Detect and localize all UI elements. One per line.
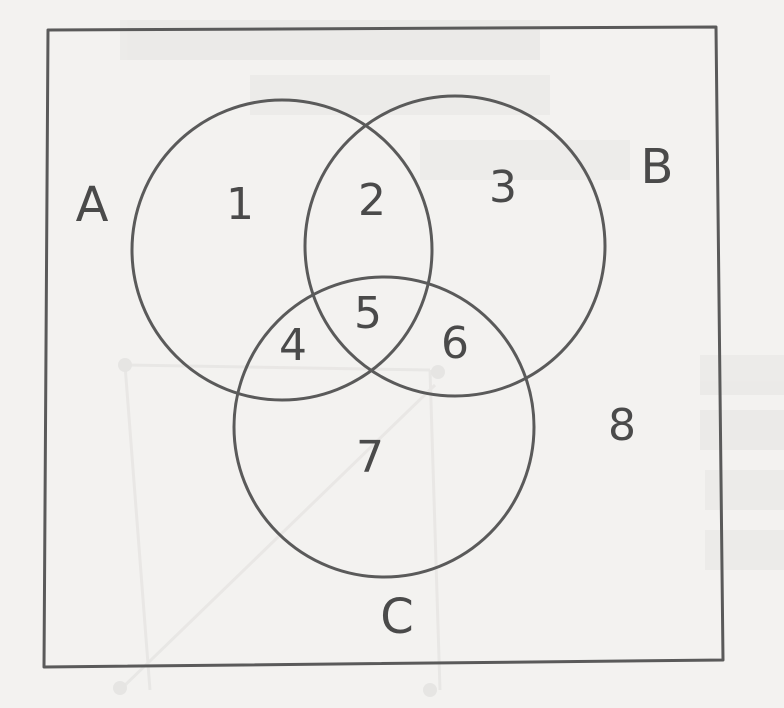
region-8-label: 8 — [608, 400, 636, 451]
set-c-circle — [232, 275, 536, 579]
region-2-label: 2 — [358, 175, 386, 226]
region-6-label: 6 — [441, 318, 469, 369]
set-b-label: B — [641, 139, 674, 195]
set-a-circle — [130, 98, 434, 402]
region-3-label: 3 — [489, 162, 517, 213]
region-4-label: 4 — [279, 320, 307, 371]
region-5-label: 5 — [354, 288, 382, 339]
set-a-label: A — [76, 177, 109, 233]
region-1-label: 1 — [226, 179, 254, 230]
universal-set-border — [42, 25, 725, 669]
region-7-label: 7 — [356, 432, 384, 483]
set-c-label: C — [380, 589, 414, 645]
set-b-circle — [303, 94, 607, 398]
